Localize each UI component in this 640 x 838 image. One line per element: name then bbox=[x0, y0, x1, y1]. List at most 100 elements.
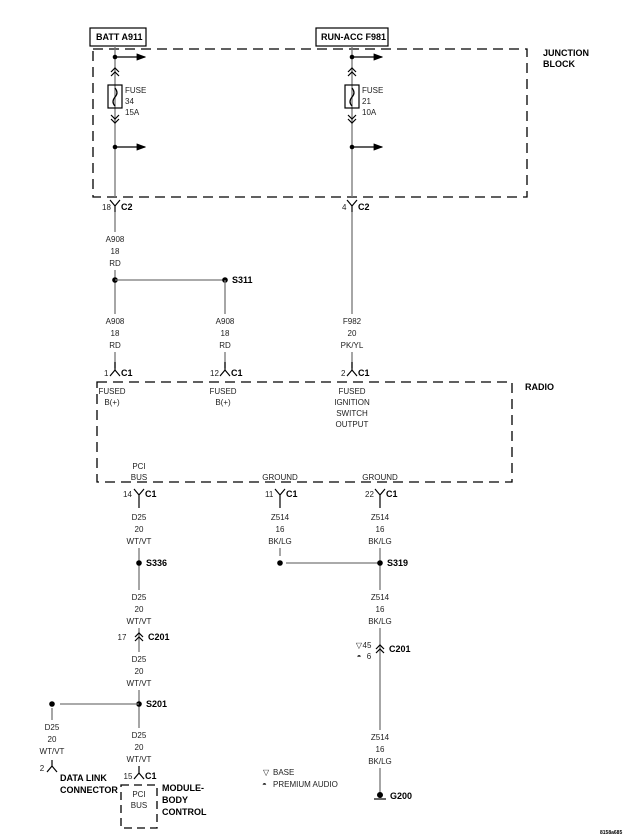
svg-text:BK/LG: BK/LG bbox=[368, 617, 392, 626]
svg-text:20: 20 bbox=[348, 329, 357, 338]
svg-text:6: 6 bbox=[367, 652, 372, 661]
body-control-module: PCI BUS MODULE- BODY CONTROL bbox=[120, 783, 207, 829]
svg-text:BUS: BUS bbox=[131, 473, 147, 482]
data-link-connector-label: DATA LINK bbox=[60, 773, 107, 783]
svg-text:IGNITION: IGNITION bbox=[334, 398, 370, 407]
svg-text:S311: S311 bbox=[232, 275, 253, 285]
wire-f982: F982 20 PK/YL bbox=[341, 212, 364, 368]
svg-text:45: 45 bbox=[363, 641, 372, 650]
svg-text:17: 17 bbox=[118, 633, 127, 642]
svg-text:JUNCTION: JUNCTION bbox=[543, 48, 589, 58]
svg-text:C1: C1 bbox=[386, 489, 398, 499]
svg-text:FUSE: FUSE bbox=[125, 86, 146, 95]
svg-text:WT/VT: WT/VT bbox=[127, 679, 152, 688]
svg-text:◓: ◓ bbox=[357, 652, 362, 661]
svg-text:RADIO: RADIO bbox=[525, 382, 554, 392]
svg-text:C1: C1 bbox=[286, 489, 298, 499]
svg-text:RD: RD bbox=[109, 259, 121, 268]
wire-z514-ground: Z514 16 BK/LG Z514 16 BK/LG S319 Z514 16… bbox=[268, 513, 412, 801]
svg-text:B(+): B(+) bbox=[104, 398, 120, 407]
svg-text:B(+): B(+) bbox=[215, 398, 231, 407]
batt-label: BATT A911 bbox=[96, 32, 143, 42]
svg-text:18: 18 bbox=[221, 329, 230, 338]
svg-text:FUSED: FUSED bbox=[209, 387, 236, 396]
svg-text:22: 22 bbox=[365, 490, 374, 499]
svg-text:A908: A908 bbox=[106, 317, 125, 326]
svg-text:11: 11 bbox=[265, 490, 274, 499]
svg-text:BODY: BODY bbox=[162, 795, 188, 805]
svg-text:WT/VT: WT/VT bbox=[40, 747, 65, 756]
svg-text:18: 18 bbox=[111, 247, 120, 256]
svg-text:C1: C1 bbox=[121, 368, 133, 378]
figure-id: 8158a685 bbox=[600, 830, 622, 836]
junction-block: JUNCTION BLOCK bbox=[92, 48, 589, 198]
svg-text:C1: C1 bbox=[231, 368, 243, 378]
svg-text:20: 20 bbox=[135, 667, 144, 676]
svg-text:Z514: Z514 bbox=[371, 513, 390, 522]
svg-text:WT/VT: WT/VT bbox=[127, 537, 152, 546]
svg-text:21: 21 bbox=[362, 97, 371, 106]
svg-text:C1: C1 bbox=[358, 368, 370, 378]
svg-text:BK/LG: BK/LG bbox=[268, 537, 292, 546]
svg-text:PK/YL: PK/YL bbox=[341, 341, 364, 350]
svg-text:C2: C2 bbox=[121, 202, 133, 212]
svg-text:Z514: Z514 bbox=[371, 733, 390, 742]
svg-text:FUSED: FUSED bbox=[98, 387, 125, 396]
svg-text:D25: D25 bbox=[132, 731, 147, 740]
svg-text:12: 12 bbox=[210, 369, 219, 378]
svg-text:D25: D25 bbox=[132, 655, 147, 664]
svg-text:CONTROL: CONTROL bbox=[162, 807, 207, 817]
svg-text:MODULE-: MODULE- bbox=[162, 783, 204, 793]
svg-text:18: 18 bbox=[102, 203, 111, 212]
ground-icon bbox=[377, 792, 383, 798]
svg-text:18: 18 bbox=[111, 329, 120, 338]
svg-text:A908: A908 bbox=[106, 235, 125, 244]
svg-text:BLOCK: BLOCK bbox=[543, 59, 575, 69]
svg-text:F982: F982 bbox=[343, 317, 362, 326]
splice-s336 bbox=[136, 560, 142, 566]
svg-text:C1: C1 bbox=[145, 771, 157, 781]
svg-text:C2: C2 bbox=[358, 202, 370, 212]
svg-text:10A: 10A bbox=[362, 108, 377, 117]
svg-text:D25: D25 bbox=[132, 513, 147, 522]
svg-text:PREMIUM AUDIO: PREMIUM AUDIO bbox=[273, 780, 338, 789]
c201-connector-icon bbox=[134, 632, 144, 642]
svg-text:C1: C1 bbox=[145, 489, 157, 499]
svg-text:WT/VT: WT/VT bbox=[127, 617, 152, 626]
svg-text:Z514: Z514 bbox=[271, 513, 290, 522]
svg-text:34: 34 bbox=[125, 97, 134, 106]
batt-source-box: BATT A911 bbox=[89, 27, 147, 47]
svg-text:14: 14 bbox=[123, 490, 132, 499]
svg-text:16: 16 bbox=[376, 745, 385, 754]
svg-text:A908: A908 bbox=[216, 317, 235, 326]
svg-text:16: 16 bbox=[376, 605, 385, 614]
radio-component: RADIO FUSED B(+) FUSED B(+) FUSED IGNITI… bbox=[96, 381, 554, 483]
svg-text:▽: ▽ bbox=[263, 768, 270, 777]
svg-text:OUTPUT: OUTPUT bbox=[336, 420, 369, 429]
svg-text:20: 20 bbox=[135, 525, 144, 534]
svg-text:RD: RD bbox=[109, 341, 121, 350]
fuse-icon bbox=[344, 84, 360, 109]
svg-text:D25: D25 bbox=[132, 593, 147, 602]
svg-text:4: 4 bbox=[342, 203, 347, 212]
svg-text:S319: S319 bbox=[387, 558, 408, 568]
wire-a908-main: A908 18 RD S311 A908 18 RD A908 18 RD bbox=[106, 212, 253, 368]
svg-text:CONNECTOR: CONNECTOR bbox=[60, 785, 118, 795]
svg-text:PCI: PCI bbox=[132, 462, 145, 471]
svg-text:20: 20 bbox=[135, 605, 144, 614]
svg-text:D25: D25 bbox=[45, 723, 60, 732]
legend: ▽ BASE ◓ PREMIUM AUDIO bbox=[262, 768, 338, 789]
svg-text:GROUND: GROUND bbox=[262, 473, 298, 482]
fuse-34-circuit: FUSE 34 15A 18 C2 bbox=[102, 46, 146, 212]
fuse-21-circuit: FUSE 21 10A 4 C2 bbox=[342, 46, 383, 212]
svg-text:2: 2 bbox=[341, 369, 346, 378]
svg-text:S201: S201 bbox=[146, 699, 167, 709]
splice-s319 bbox=[377, 560, 383, 566]
svg-text:C201: C201 bbox=[148, 632, 170, 642]
svg-text:BUS: BUS bbox=[131, 801, 147, 810]
svg-text:20: 20 bbox=[135, 743, 144, 752]
svg-text:FUSE: FUSE bbox=[362, 86, 383, 95]
svg-text:RD: RD bbox=[219, 341, 231, 350]
svg-text:PCI: PCI bbox=[132, 790, 145, 799]
